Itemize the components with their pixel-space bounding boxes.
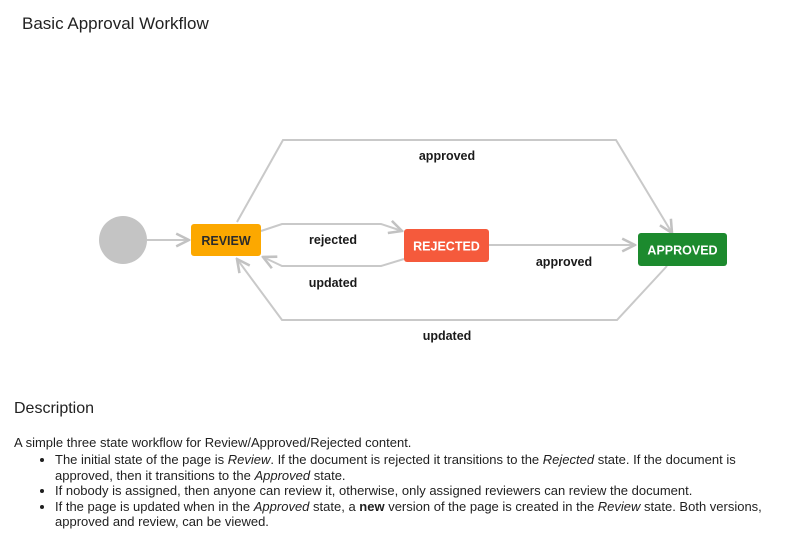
start-node — [99, 216, 147, 264]
bullet-text: The initial state of the page is — [55, 452, 228, 467]
bullet-text: state. — [310, 467, 346, 483]
approved-to-review-arrow — [237, 259, 668, 321]
label-review-to-approved: approved — [419, 149, 475, 163]
description-list: The initial state of the page is Review.… — [14, 452, 790, 530]
state-rejected[interactable]: REJECTED — [404, 229, 489, 262]
bullet-text: . If the document is rejected it transit… — [270, 452, 543, 467]
bullet-text: version of the page is created in the — [384, 498, 598, 514]
state-approved[interactable]: APPROVED — [638, 233, 727, 266]
page-title: Basic Approval Workflow — [22, 14, 209, 33]
label-review-to-rejected: rejected — [309, 233, 357, 247]
review-to-approved-arrow — [236, 139, 672, 233]
label-approved-to-review: updated — [423, 329, 472, 343]
emphasis-new: new — [359, 498, 385, 514]
label-rejected-to-review: updated — [309, 276, 358, 290]
state-review[interactable]: REVIEW — [191, 224, 261, 256]
state-name-approved: Approved — [253, 498, 310, 514]
bullet-text: state. Both versions, approved and revie… — [55, 498, 762, 530]
state-name-review: Review — [597, 498, 641, 514]
description-heading: Description — [14, 400, 95, 417]
workflow-diagram: REVIEW REJECTED APPROVED approved reject… — [99, 139, 727, 343]
state-rejected-label: REJECTED — [413, 240, 480, 254]
label-rejected-to-approved: approved — [536, 255, 592, 269]
bullet-text: If the page is updated when in the — [55, 498, 254, 514]
description-bullet-initial-state: The initial state of the page is Review.… — [55, 452, 790, 483]
state-name-rejected: Rejected — [542, 452, 595, 467]
review-to-rejected-arrow — [260, 224, 402, 231]
description-intro: A simple three state workflow for Review… — [14, 435, 412, 450]
description-bullet-update: If the page is updated when in the Appro… — [55, 499, 790, 530]
state-name-approved: Approved — [254, 467, 311, 483]
bullet-text: If nobody is assigned, then anyone can r… — [55, 483, 693, 498]
state-approved-label: APPROVED — [647, 244, 717, 258]
state-review-label: REVIEW — [201, 234, 251, 248]
bullet-text: state. If the document is approved, then… — [55, 452, 736, 483]
state-name-review: Review — [227, 452, 271, 467]
rejected-to-review-arrow — [263, 257, 405, 266]
bullet-text: state, a — [309, 498, 360, 514]
description-bullet-assignment: If nobody is assigned, then anyone can r… — [55, 483, 790, 499]
